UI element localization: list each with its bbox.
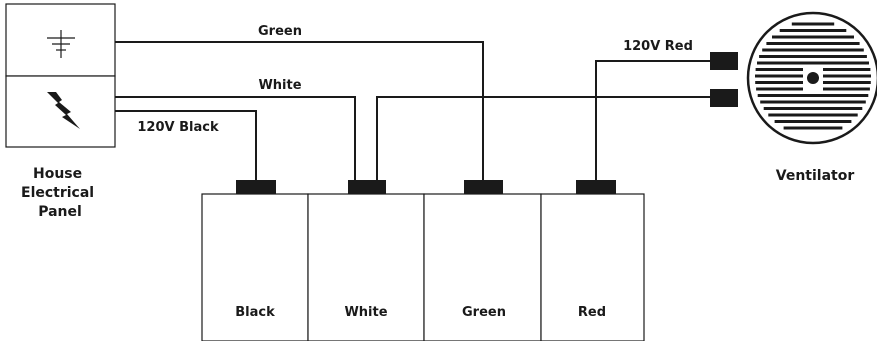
white-wire-panel (115, 96, 356, 182)
connector-black (236, 180, 276, 194)
ventilator-plug-top (710, 52, 738, 70)
black-wire (115, 110, 257, 182)
ventilator: Ventilator (710, 11, 877, 184)
terminal-label-red: Red (578, 305, 606, 320)
red-wire-label: 120V Red (623, 39, 693, 54)
panel-caption-line-1: House (33, 166, 82, 182)
panel-caption: House Electrical Panel (21, 166, 99, 220)
connector-red (576, 180, 616, 194)
ventilator-caption: Ventilator (776, 168, 855, 184)
connector-green (464, 180, 503, 194)
connector-white (348, 180, 386, 194)
terminal-white (307, 193, 425, 341)
fan-icon (746, 11, 877, 145)
terminal-black (201, 193, 309, 341)
white-wire-ventilator (376, 96, 710, 182)
ground-icon (47, 30, 75, 58)
panel-caption-line-2: Electrical (21, 185, 94, 201)
terminal-label-white: White (344, 305, 387, 320)
terminal-label-black: Black (235, 305, 275, 320)
wires (115, 41, 710, 182)
lightning-bolt-icon (47, 92, 80, 129)
house-electrical-panel: House Electrical Panel (5, 3, 116, 220)
panel-power-section (5, 75, 116, 148)
terminal-block: Black White Green Red (201, 180, 645, 341)
panel-caption-line-3: Panel (38, 204, 82, 220)
black-wire-label: 120V Black (137, 120, 219, 135)
green-wire-label: Green (258, 24, 302, 39)
terminal-label-green: Green (462, 305, 506, 320)
ventilator-plug-bottom (710, 89, 738, 107)
green-wire (115, 41, 484, 182)
terminal-red (540, 193, 645, 341)
red-wire (595, 60, 710, 182)
white-wire-label: White (258, 78, 301, 93)
